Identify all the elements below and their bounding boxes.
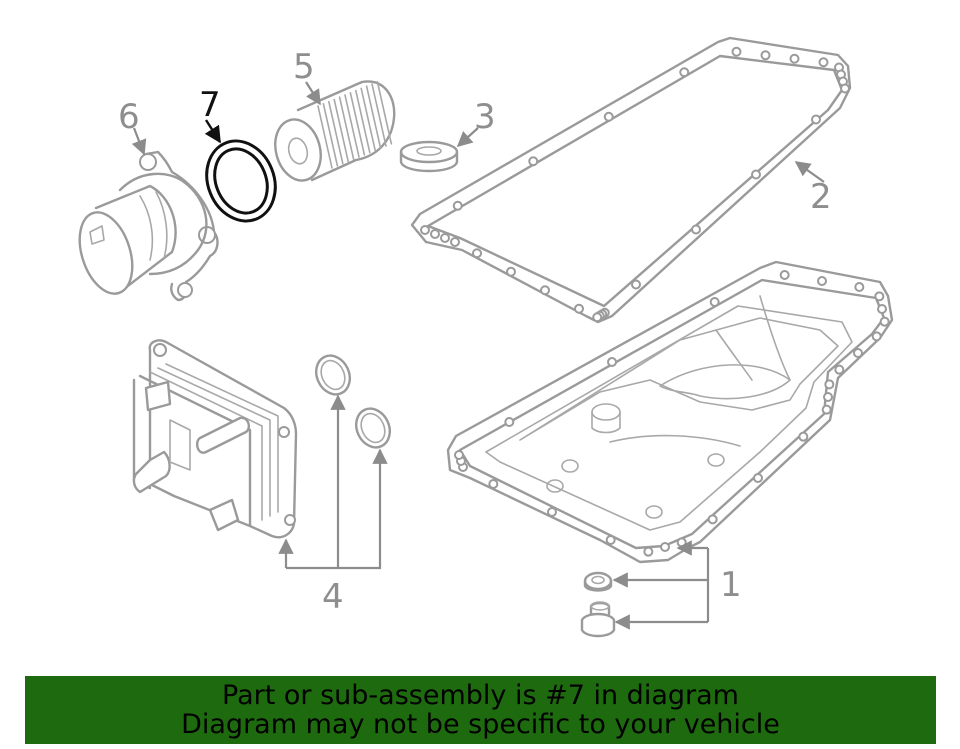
callout-5: 5 [293,47,315,87]
info-banner: Part or sub-assembly is #7 in diagram Di… [25,676,936,744]
bolt-hole [574,303,584,314]
bolt-hole [877,304,887,314]
callout-1: 1 [720,565,742,605]
oil-cooler-part-4 [132,339,298,539]
bolt-hole [631,279,641,290]
seal-part-3 [399,140,459,173]
bolt-hole [452,200,463,211]
bolt-hole [854,282,865,292]
bolt-hole [643,546,654,557]
bolt-hole [528,156,539,167]
bolt-hole [430,229,440,239]
filter-rib [371,83,387,147]
filter-rib [327,100,344,165]
banner-line-2: Diagram may not be specific to your vehi… [181,709,780,740]
filter-rib [338,96,355,160]
callout-2: 2 [810,177,832,217]
oil-pan-part-1 [446,260,894,564]
callout-7: 7 [199,85,221,125]
bolt-hole [506,266,516,277]
bolt-hole [605,535,616,545]
bolt-hole [679,67,690,78]
banner-line-1: Part or sub-assembly is #7 in diagram [222,680,739,711]
bolt-hole [753,473,763,483]
filter-rib [360,87,377,152]
bolt-hole [874,291,885,302]
filter-part-5 [274,80,396,182]
bolt-hole [811,114,821,125]
bolt-hole [707,514,718,525]
bolt-hole [540,285,550,296]
filter-rib [317,105,333,169]
filter-rib [354,89,371,154]
bolt-hole [879,316,890,327]
bolt-hole [731,46,742,57]
bolt-hole [472,248,482,259]
bolt-hole [504,417,515,427]
bolt-hole [853,348,863,358]
filter-rib [349,92,366,156]
o-ring-part-4a [315,354,351,396]
callout-4: 4 [322,577,344,617]
callout-6: 6 [118,97,140,137]
bolt-hole [420,225,430,235]
bolt-hole [660,542,670,552]
filter-rib [333,98,350,163]
parts-diagram: 1 2 3 4 5 6 7 [78,36,894,638]
bolt-hole [547,507,557,517]
bolt-hole [821,404,832,415]
housing-part-6 [78,150,219,302]
bolt-hole [450,237,460,247]
bolt-hole [840,83,850,94]
bolt-hole [440,233,450,243]
bolt-hole [607,357,617,367]
callout-3: 3 [474,97,496,137]
bolt-hole [603,111,614,122]
bolt-hole [818,57,829,68]
bolt-hole [691,224,701,235]
drain-plug-washer [583,571,613,592]
bolt-hole [751,169,761,180]
bolt-hole [454,450,464,460]
bolt-hole [676,537,687,548]
bolt-hole [817,276,827,286]
bolt-hole [789,53,800,64]
filter-rib [344,94,360,158]
drain-plug [580,601,616,638]
o-ring-part-7 [205,139,277,223]
bolt-hole [834,364,845,375]
bolt-hole [871,331,882,342]
bolt-hole [798,431,809,442]
bolt-hole [488,479,499,489]
bolt-hole [823,392,833,402]
bolt-hole [779,270,790,280]
filter-rib [365,85,382,149]
filter-rib [322,103,339,167]
pan-gasket-part-2 [410,36,852,324]
o-ring-part-4b [355,407,391,449]
leaders [131,81,825,630]
filter-rib [376,81,393,145]
bolt-hole [824,379,835,390]
bolt-hole [760,50,771,61]
bolt-hole [709,297,720,307]
bolt-hole [592,312,603,323]
